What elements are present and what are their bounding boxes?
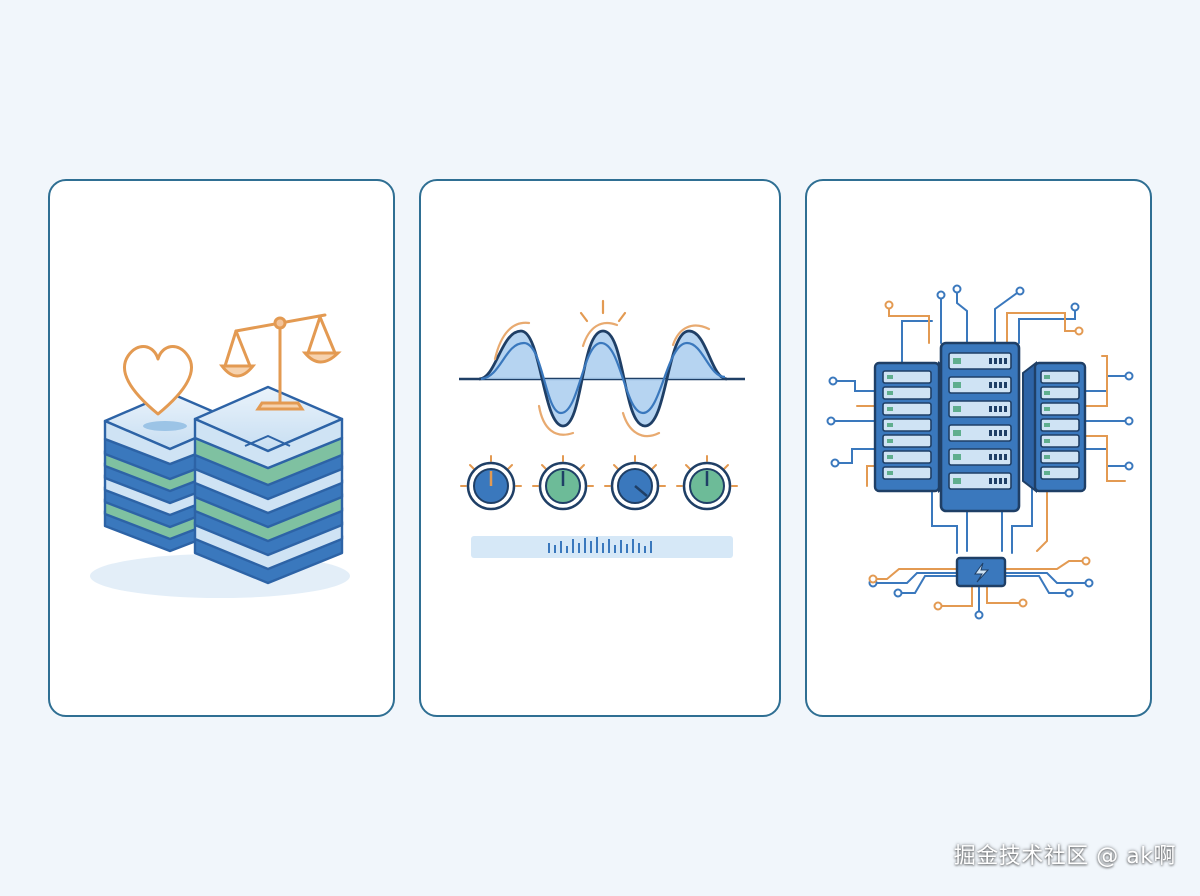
circuit-nodes [826, 284, 1134, 620]
server-rack-right [1022, 360, 1087, 494]
waveform-line [478, 329, 728, 428]
waveform-knobs-icon [459, 299, 745, 558]
ethics-data-card [48, 179, 395, 717]
circuit-nodes-orange [868, 300, 1091, 611]
watermark-text: 掘金技术社区 @ ak啊 [953, 844, 1176, 869]
knob-2[interactable] [532, 455, 594, 511]
knob-4[interactable] [676, 455, 738, 511]
heart-shadow [143, 421, 187, 431]
right-layer-stack [193, 385, 344, 585]
sparkle-icon [579, 299, 627, 323]
circuit-traces-orange [856, 308, 1126, 607]
server-rack-center [939, 341, 1021, 513]
circuit-traces-blue [834, 292, 1126, 612]
server-circuit-icon [826, 284, 1134, 620]
waveform-echo [493, 321, 711, 438]
knob-3[interactable] [604, 455, 666, 511]
waveform-fill [479, 331, 727, 426]
level-meter-ticks [548, 537, 652, 553]
heart-icon [123, 345, 193, 416]
balance-scale-icon [218, 313, 342, 411]
signal-control-card [419, 179, 781, 717]
infrastructure-card [805, 179, 1152, 717]
power-module-icon [955, 556, 1007, 588]
layers-heart-scale-icon [90, 313, 350, 598]
knob-1[interactable] [460, 455, 522, 511]
